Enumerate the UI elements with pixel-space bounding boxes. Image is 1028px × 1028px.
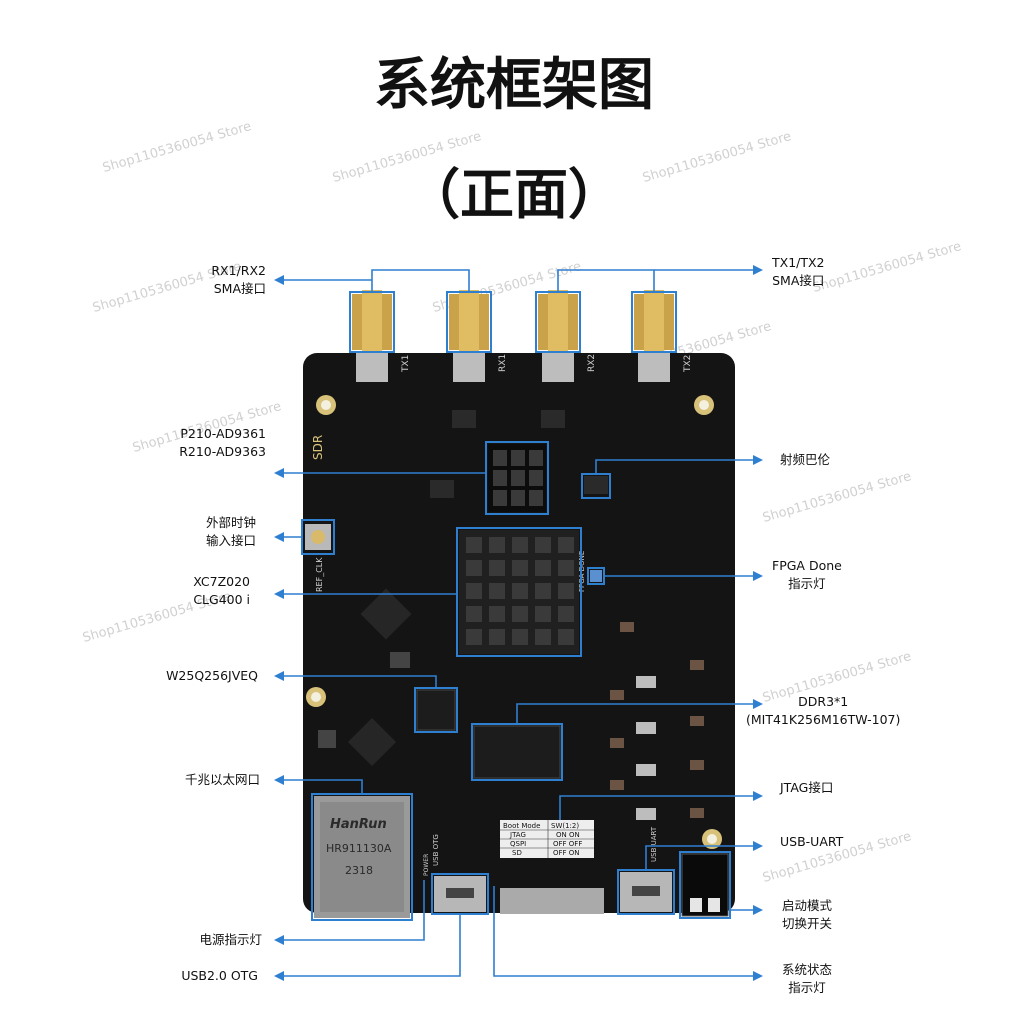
boot-table-cell: SD — [512, 849, 522, 857]
boot-table-cell: OFF ON — [553, 849, 580, 857]
usb-uart-silkscreen: USB UART — [650, 826, 658, 862]
label-jtag: JTAG接口 — [780, 780, 834, 795]
boot-table-cell: QSPI — [510, 840, 526, 848]
ic-chip — [318, 730, 336, 748]
ad9361-chip — [488, 444, 546, 512]
sma-label: RX1 — [498, 354, 508, 372]
ethernet-port — [314, 796, 410, 918]
flash-chip — [416, 689, 456, 731]
label-ext-clock: 外部时钟输入接口 — [205, 515, 256, 548]
ddr3-chip — [473, 725, 561, 779]
page-subtitle: （正面） — [406, 163, 622, 226]
label-ethernet: 千兆以太网口 — [184, 772, 260, 787]
sma-label: TX1 — [401, 355, 411, 373]
ic-chip — [390, 652, 410, 668]
sma-connector — [352, 290, 392, 382]
label-usb-otg: USB2.0 OTG — [181, 968, 258, 983]
ethernet-brand: HanRun — [330, 817, 387, 832]
fpga-done-led — [590, 570, 602, 582]
ic-chip — [360, 588, 412, 640]
sma-connector — [538, 290, 578, 382]
page-title: 系统框架图 — [374, 53, 654, 118]
boot-table-cell: SW(1:2) — [551, 822, 579, 830]
boot-table-cell: ON ON — [556, 831, 580, 839]
callout-box — [456, 527, 582, 657]
rf-balun — [541, 410, 565, 428]
sd-card-slot — [500, 888, 604, 914]
ethernet-code: 2318 — [345, 864, 373, 877]
label-system-status: 系统状态指示灯 — [782, 962, 833, 995]
label-rf-balun: 射频巴伦 — [780, 452, 831, 467]
fpga-heatsink — [459, 530, 579, 654]
power-silkscreen: POWER — [423, 854, 430, 876]
rf-balun — [584, 476, 608, 494]
rf-balun — [452, 410, 476, 428]
sdr-silkscreen: SDR — [311, 435, 325, 460]
sma-connector — [634, 290, 674, 382]
boot-table-cell: Boot Mode — [503, 822, 540, 830]
label-w25q256: W25Q256JVEQ — [166, 668, 258, 683]
label-power-led: 电源指示灯 — [199, 932, 262, 947]
ethernet-part: HR911130A — [326, 842, 392, 855]
sma-label: RX2 — [587, 354, 597, 372]
sma-connector — [449, 290, 489, 382]
ref-clk-silkscreen: REF_CLK — [315, 557, 324, 592]
boot-mode-table — [500, 820, 594, 858]
label-boot-switch: 启动模式切换开关 — [782, 898, 833, 931]
boot-table-cell: JTAG — [509, 831, 526, 839]
label-usb-uart: USB-UART — [780, 834, 844, 849]
sma-label: TX2 — [683, 355, 693, 373]
callout-box — [679, 851, 731, 919]
ref-clk-connector — [305, 524, 331, 550]
usb-otg-silkscreen: USB OTG — [432, 834, 440, 866]
boot-table-cell: OFF OFF — [553, 840, 582, 848]
callout-box — [485, 441, 549, 515]
label-ddr3: DDR3*1(MIT41K256M16TW-107) — [746, 694, 901, 727]
boot-mode-switch — [681, 853, 729, 917]
rf-balun — [430, 480, 454, 498]
ic-chip — [347, 717, 397, 767]
